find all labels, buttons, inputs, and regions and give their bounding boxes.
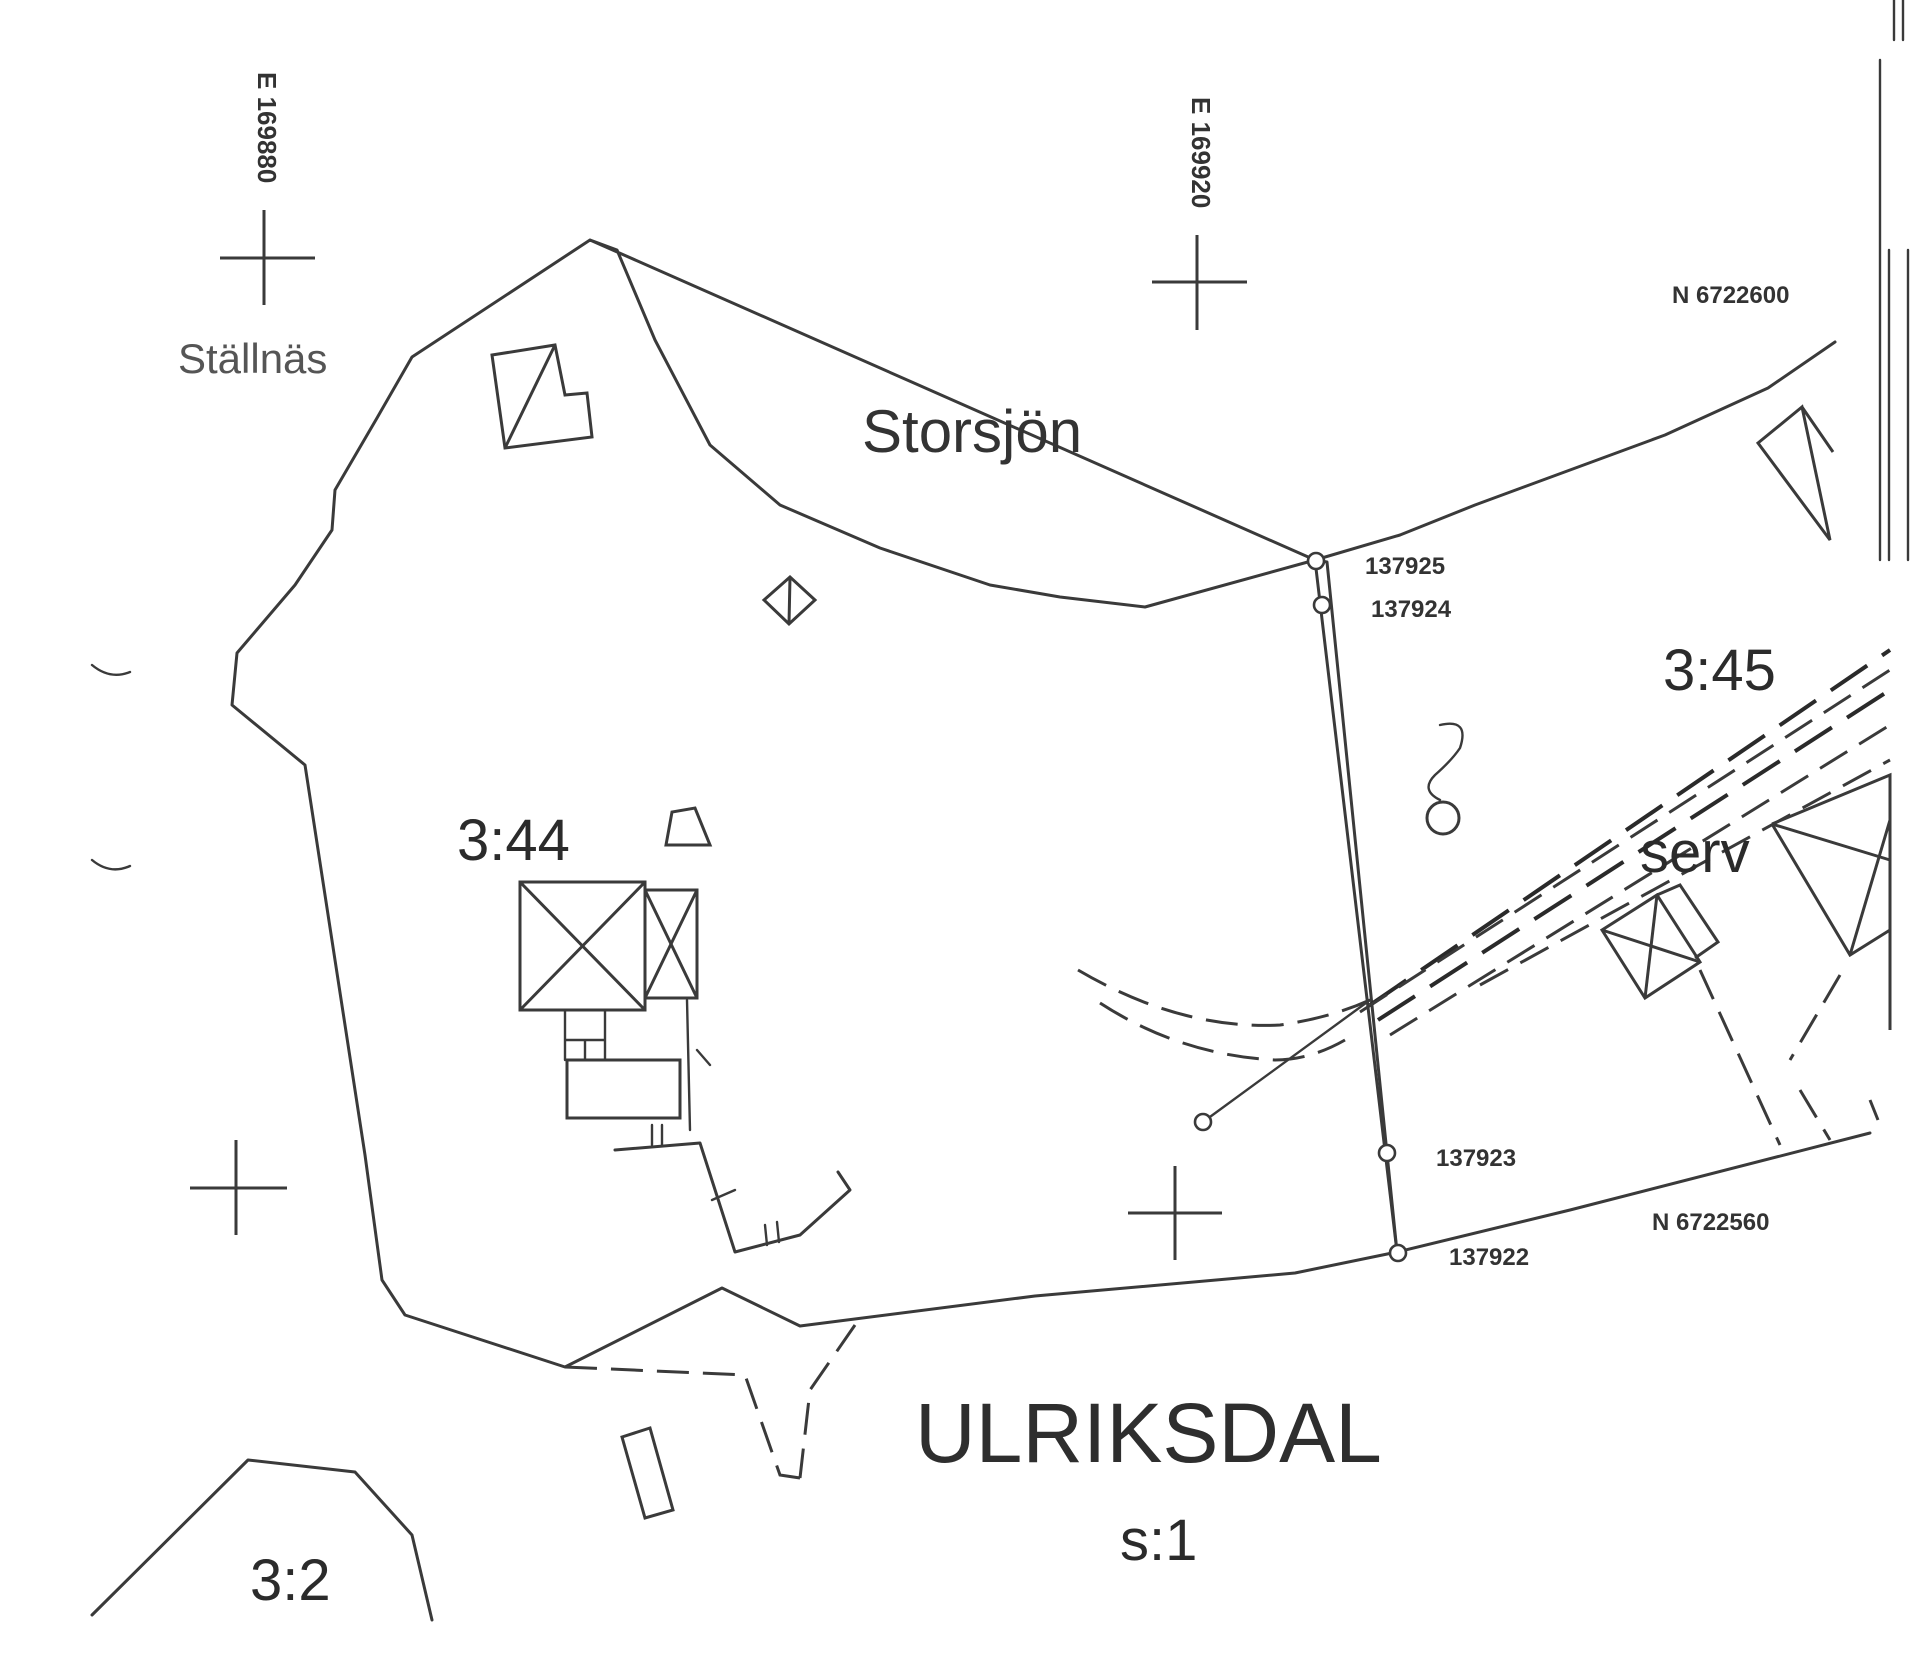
parcel-label-east: 3:45 [1663,638,1776,703]
service-line [1201,998,1372,1124]
track-curve-inner [1099,1001,1346,1062]
point-label-137924: 137924 [1371,596,1452,623]
boundary-point-137922 [1388,1243,1408,1263]
grid-cross-nw [220,210,315,305]
grid-label-e1: E 169880 [252,72,282,183]
point-label-137923: 137923 [1436,1145,1516,1172]
service-point [1193,1112,1213,1132]
parcel-boundary-east [1395,1131,1872,1254]
building-serv [1599,883,1721,1001]
place-name-label: Ställnäs [178,335,327,382]
boundary-point-137925 [1306,551,1326,571]
building-triangle-ne [1755,404,1835,541]
locality-parcel-label: s:1 [1120,1508,1197,1573]
point-label-137922: 137922 [1449,1244,1529,1271]
grid-cross-sw [190,1140,287,1235]
building-north-l-shape [490,343,594,450]
boundary-point-137924 [1312,595,1332,615]
building-main-house [518,880,712,1132]
road-ne [1359,648,1892,1037]
parcel-label-south: 3:2 [250,1548,331,1613]
boundary-line-north-south [1313,558,1399,1254]
driveway-dashes [1698,969,1880,1146]
service-label: serv [1640,820,1750,885]
scan-edge-lines [1878,0,1910,562]
locality-label: ULRIKSDAL [915,1386,1382,1480]
boundary-point-137923 [1377,1143,1397,1163]
path-south-dashed [564,1324,857,1480]
track-curve [1077,968,1371,1027]
building-south-slim [620,1426,675,1520]
grid-label-n-bottom: N 6722560 [1652,1209,1769,1236]
fence-south-of-house [613,1123,852,1254]
parcel-label-main: 3:44 [457,808,570,873]
well-symbol [1425,722,1464,836]
parcel-boundary-3-44 [230,238,1837,1369]
lot-boundary-south [90,1458,434,1622]
point-label-137925: 137925 [1365,553,1445,580]
binder-hole-marks [90,663,132,871]
grid-cross-ne [1152,235,1247,330]
building-east-large [1770,772,1892,1030]
lake-name-label: Storsjön [862,398,1082,465]
building-small-hut [664,806,713,847]
building-small-diamond [761,574,818,627]
grid-cross-se [1128,1166,1222,1260]
grid-label-n-top: N 6722600 [1672,282,1789,309]
grid-label-e2: E 169920 [1186,97,1216,208]
